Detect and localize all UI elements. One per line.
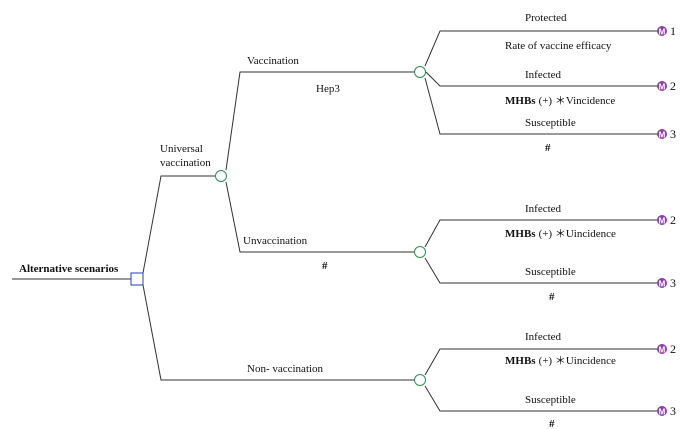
outcome-line-vacc-infected bbox=[425, 71, 658, 87]
svg-text:M: M bbox=[659, 217, 666, 226]
strategy-label-line1: Universal bbox=[160, 143, 203, 155]
outcome-prob-unvacc-susceptible: # bbox=[549, 291, 555, 303]
outcome-line-vacc-susceptible bbox=[424, 77, 658, 135]
outcome-label-protected: Protected bbox=[525, 12, 567, 24]
svg-text:M: M bbox=[659, 131, 666, 140]
markov-state-number: 2 bbox=[670, 213, 676, 227]
markov-node-3b: M bbox=[657, 278, 667, 289]
outcome-line-unvacc-infected bbox=[424, 219, 658, 248]
strategy-label-line2: vaccination bbox=[160, 157, 211, 169]
outcome-label-unvacc-infected: Infected bbox=[525, 203, 562, 215]
branch-line-non-vaccination bbox=[142, 284, 414, 381]
outcome-prob-nonvacc-infected: MHBs(+) ＊Uincidence bbox=[505, 355, 616, 367]
root-label: Alternative scenarios bbox=[19, 263, 119, 275]
markov-node-2a: M bbox=[657, 81, 667, 92]
markov-state-number: 3 bbox=[670, 127, 676, 141]
outcome-label-nonvacc-susceptible: Susceptible bbox=[525, 394, 576, 406]
branch-line-vaccination bbox=[225, 71, 414, 171]
chance-node-universal bbox=[215, 170, 227, 182]
branch-sublabel-vaccination: Hep3 bbox=[316, 83, 340, 95]
markov-state-number: 1 bbox=[670, 24, 676, 38]
branch-line-universal bbox=[142, 175, 216, 274]
markov-state-number: 3 bbox=[670, 404, 676, 418]
branch-sublabel-unvaccination: # bbox=[322, 260, 328, 272]
chance-node-unvaccination bbox=[414, 246, 426, 258]
outcome-label-vacc-infected: Infected bbox=[525, 69, 562, 81]
markov-node-2b: M bbox=[657, 215, 667, 226]
svg-text:M: M bbox=[659, 28, 666, 37]
branch-label-vaccination: Vaccination bbox=[247, 55, 299, 67]
outcome-line-unvacc-susceptible bbox=[424, 257, 658, 284]
markov-state-number: 2 bbox=[670, 79, 676, 93]
svg-text:M: M bbox=[659, 83, 666, 92]
branch-line-unvaccination bbox=[225, 181, 414, 253]
outcome-line-nonvacc-infected bbox=[424, 348, 658, 376]
outcome-prob-vacc-infected: MHBs(+) ＊Vincidence bbox=[505, 95, 615, 107]
markov-state-number: 2 bbox=[670, 342, 676, 356]
chance-node-vaccination bbox=[414, 66, 426, 78]
markov-node-1: M bbox=[657, 26, 667, 37]
outcome-line-protected bbox=[424, 30, 658, 67]
outcome-prob-unvacc-infected: MHBs(+) ＊Uincidence bbox=[505, 228, 616, 240]
outcome-prob-nonvacc-susceptible: # bbox=[549, 418, 555, 429]
svg-text:M: M bbox=[659, 346, 666, 355]
chance-node-non-vaccination bbox=[414, 374, 426, 386]
outcome-label-vacc-susceptible: Susceptible bbox=[525, 117, 576, 129]
outcome-label-unvacc-susceptible: Susceptible bbox=[525, 266, 576, 278]
svg-text:M: M bbox=[659, 280, 666, 289]
outcome-prob-vacc-susceptible: # bbox=[545, 142, 551, 154]
outcome-label-nonvacc-infected: Infected bbox=[525, 331, 562, 343]
markov-node-2c: M bbox=[657, 344, 667, 355]
outcome-prob-protected: Rate of vaccine efficacy bbox=[505, 40, 612, 52]
markov-state-number: 3 bbox=[670, 276, 676, 290]
outcome-line-nonvacc-susceptible bbox=[424, 385, 658, 412]
svg-text:M: M bbox=[659, 408, 666, 417]
branch-label-non-vaccination: Non- vaccination bbox=[247, 363, 324, 375]
branch-label-unvaccination: Unvaccination bbox=[243, 235, 308, 247]
markov-node-3a: M bbox=[657, 129, 667, 140]
decision-node bbox=[130, 272, 144, 286]
markov-node-3c: M bbox=[657, 406, 667, 417]
